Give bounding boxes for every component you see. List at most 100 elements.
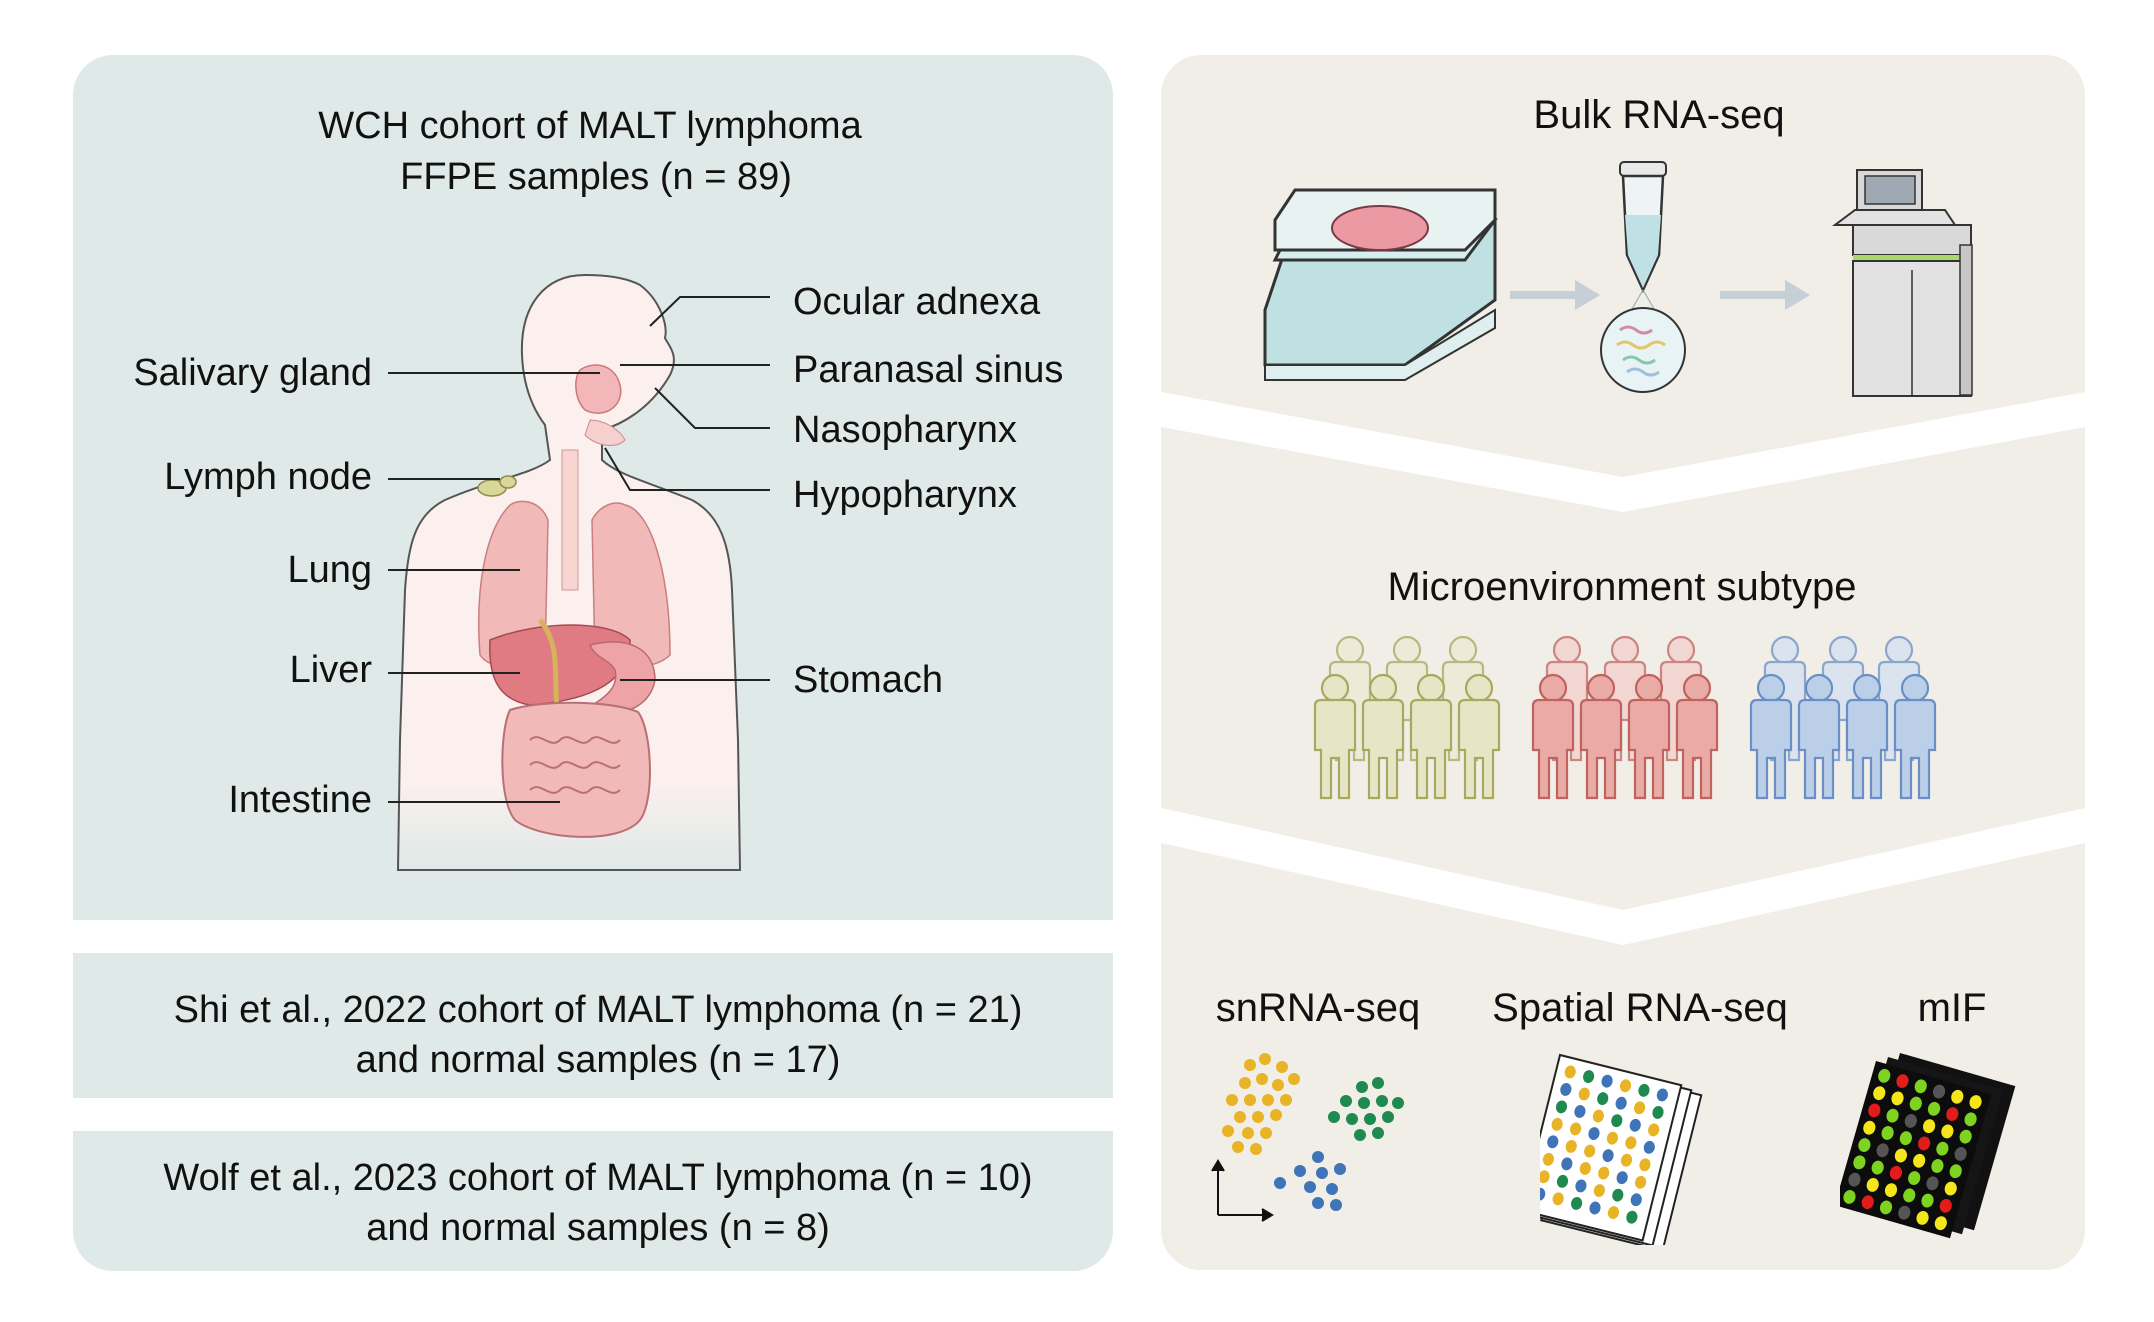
- spatial-spot: [1564, 1065, 1576, 1079]
- mif-spot: [1868, 1103, 1881, 1118]
- method-label-spatial-rna-seq: Spatial RNA-seq: [1492, 986, 1788, 1030]
- spatial-spot: [1575, 1179, 1587, 1193]
- spatial-spot: [1547, 1135, 1559, 1149]
- spatial-spot: [1555, 1100, 1568, 1114]
- organ-leader-lines: [388, 296, 770, 803]
- mif-spot: [1916, 1210, 1929, 1225]
- bulk-rna-seq-title: Bulk RNA-seq: [1533, 93, 1785, 137]
- spatial-spot: [1571, 1196, 1583, 1210]
- shi-cohort-panel: [73, 953, 1113, 1098]
- mif-spot: [1889, 1165, 1903, 1180]
- spatial-spot: [1629, 1118, 1641, 1132]
- spatial-spot: [1556, 1174, 1569, 1188]
- mif-spot: [1863, 1120, 1876, 1135]
- mif-spot: [1923, 1119, 1936, 1134]
- spatial-spot: [1616, 1171, 1628, 1185]
- spatial-spot: [1611, 1114, 1623, 1128]
- mif-spot: [1858, 1138, 1871, 1152]
- mif-spot: [1896, 1074, 1909, 1089]
- wolf-cohort-line1: Wolf et al., 2023 cohort of MALT lymphom…: [163, 1157, 1033, 1199]
- mif-spot: [1941, 1124, 1954, 1139]
- spatial-spot: [1551, 1117, 1563, 1131]
- mif-spot: [1881, 1126, 1894, 1140]
- spatial-spot: [1584, 1144, 1596, 1158]
- organ-label-nasopharynx: Nasopharynx: [793, 409, 1017, 451]
- mif-spot: [1913, 1153, 1926, 1168]
- organ-label-lymph-node: Lymph node: [164, 456, 372, 498]
- mif-spot: [1898, 1205, 1911, 1220]
- mif-image-stack: [1840, 1053, 2016, 1239]
- mif-spot: [1871, 1160, 1884, 1175]
- organ-label-stomach: Stomach: [793, 659, 943, 701]
- spatial-spot: [1643, 1140, 1655, 1154]
- wolf-cohort-line2: and normal samples (n = 8): [366, 1207, 830, 1249]
- spatial-spot: [1542, 1152, 1554, 1166]
- spatial-spot: [1588, 1127, 1600, 1141]
- organ-label-liver: Liver: [289, 649, 372, 691]
- mif-spot: [1899, 1131, 1912, 1146]
- spatial-spot: [1652, 1105, 1664, 1119]
- spatial-spot: [1656, 1088, 1668, 1102]
- method-label-snrna-seq: snRNA-seq: [1215, 986, 1421, 1030]
- spatial-spot: [1638, 1083, 1650, 1097]
- mif-spot: [1861, 1195, 1874, 1210]
- mif-spot: [1959, 1129, 1972, 1144]
- spatial-spot: [1606, 1131, 1619, 1145]
- spatial-spot: [1639, 1158, 1651, 1172]
- spatial-spot: [1615, 1096, 1627, 1110]
- spatial-rna-seq-slides: [1540, 1053, 1703, 1245]
- spatial-spot: [1634, 1101, 1646, 1115]
- human-body-illustration: [396, 273, 742, 871]
- mif-spot: [1954, 1147, 1967, 1161]
- mif-spot: [1969, 1095, 1982, 1109]
- spatial-spot: [1561, 1157, 1573, 1171]
- spatial-spot: [1540, 1187, 1546, 1201]
- spatial-spot: [1583, 1070, 1595, 1084]
- mif-spot: [1853, 1155, 1866, 1170]
- spatial-spot: [1578, 1087, 1590, 1101]
- spatial-spot: [1612, 1188, 1624, 1202]
- mif-spot: [1879, 1200, 1893, 1215]
- spatial-spot: [1593, 1184, 1605, 1197]
- spatial-spot: [1648, 1123, 1660, 1137]
- spatial-spot: [1626, 1210, 1638, 1224]
- spatial-spot: [1601, 1074, 1613, 1088]
- spatial-spot: [1602, 1149, 1614, 1163]
- mif-spot: [1843, 1190, 1856, 1204]
- spatial-spot: [1579, 1162, 1591, 1175]
- wolf-cohort-panel: [73, 1131, 1113, 1271]
- spatial-spot: [1552, 1192, 1564, 1206]
- mif-spot: [1944, 1181, 1957, 1196]
- mif-spot: [1909, 1096, 1922, 1111]
- spatial-spot: [1620, 1153, 1633, 1167]
- mif-spot: [1918, 1136, 1931, 1151]
- spatial-spot: [1574, 1105, 1586, 1118]
- snrna-seq-cluster-plot: [1211, 1053, 1404, 1222]
- shi-cohort-line1: Shi et al., 2022 cohort of MALT lymphoma…: [173, 989, 1023, 1031]
- spatial-spot: [1607, 1206, 1620, 1220]
- spatial-spot: [1630, 1193, 1642, 1207]
- spatial-spot: [1592, 1109, 1604, 1123]
- mif-spot: [1908, 1171, 1921, 1185]
- organ-label-salivary-gland: Salivary gland: [133, 352, 372, 394]
- mif-spot: [1949, 1164, 1962, 1179]
- organ-label-lung: Lung: [287, 549, 372, 591]
- mif-spot: [1848, 1172, 1861, 1187]
- mif-spot: [1891, 1091, 1904, 1106]
- mif-spot: [1914, 1079, 1927, 1094]
- mif-spot: [1866, 1177, 1879, 1192]
- spatial-spot: [1625, 1136, 1637, 1150]
- mif-spot: [1936, 1141, 1949, 1156]
- mif-spot: [1946, 1107, 1959, 1122]
- organ-label-paranasal-sinus: Paranasal sinus: [793, 349, 1064, 391]
- mif-spot: [1951, 1089, 1964, 1104]
- spatial-spot: [1565, 1139, 1577, 1153]
- wch-title-line2: FFPE samples (n = 89): [400, 156, 792, 198]
- mif-spot: [1886, 1108, 1899, 1123]
- spatial-spot: [1635, 1175, 1647, 1189]
- spatial-spot: [1560, 1082, 1572, 1096]
- mif-spot: [1921, 1193, 1934, 1208]
- mif-spot: [1884, 1183, 1898, 1198]
- spatial-spot: [1540, 1170, 1550, 1184]
- mif-spot: [1964, 1112, 1977, 1127]
